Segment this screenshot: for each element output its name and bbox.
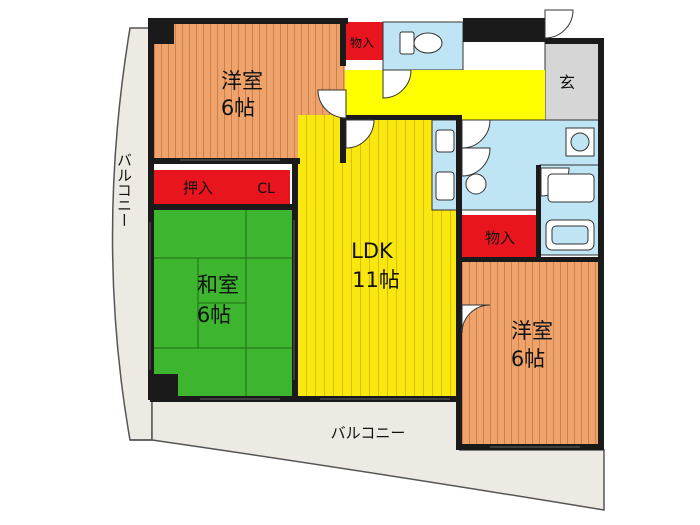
- toilet-icon: [465, 173, 487, 195]
- balcony-left: [111, 27, 153, 441]
- storage-closet-label: CL: [257, 181, 275, 197]
- door-swing-icon: [317, 9, 574, 334]
- storage-top-label: 物入: [350, 36, 374, 50]
- room-ldk-size: 11帖: [352, 268, 400, 292]
- balcony-left-label: バルコニー: [115, 153, 133, 228]
- bathtub-icon: [545, 219, 595, 251]
- storage-right: [462, 215, 540, 257]
- storage-closet: [244, 170, 290, 204]
- room-western-bottom-size: 6帖: [511, 347, 545, 371]
- room-western-top-size: 6帖: [221, 96, 255, 120]
- balcony-bottom: [151, 397, 605, 511]
- sliding-door-marks: [149, 159, 580, 448]
- entrance-label: 玄: [559, 73, 575, 92]
- room-ldk-name: LDK: [351, 239, 394, 263]
- storage-oshiire-label: 押入: [183, 179, 213, 197]
- kitchen-sink-icon: [435, 129, 455, 201]
- room-japanese-size: 6帖: [197, 303, 231, 327]
- bathtub-icon: [547, 173, 595, 203]
- tatami-lines: [152, 210, 292, 396]
- hallway: [345, 70, 545, 120]
- room-western-bottom-name: 洋室: [511, 319, 553, 343]
- balcony-bottom-label: バルコニー: [331, 424, 406, 442]
- storage-right-label: 物入: [485, 229, 515, 247]
- toilet-icon: [399, 31, 443, 55]
- storage-top: [345, 22, 383, 60]
- room-western-top-name: 洋室: [221, 69, 263, 93]
- washbasin-icon: [565, 127, 595, 157]
- storage-oshiire: [152, 170, 244, 204]
- room-japanese-name: 和室: [197, 273, 239, 297]
